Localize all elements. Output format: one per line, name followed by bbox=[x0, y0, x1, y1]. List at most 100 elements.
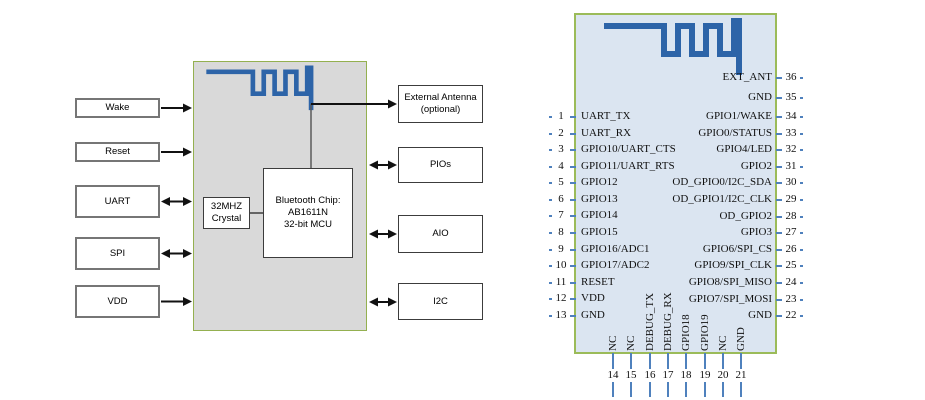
input-box-reset: Reset bbox=[75, 142, 160, 162]
pin-31-number: 31 bbox=[782, 160, 800, 173]
pin-label-uart-rx: UART_RX bbox=[581, 127, 632, 139]
pin-label-debug-tx-16: DEBUG_TX bbox=[644, 292, 656, 351]
pin-label-gpio6-spi-cs-26: GPIO6/SPI_CS bbox=[702, 243, 772, 255]
chip-label-line2: AB1611N bbox=[288, 207, 328, 219]
pin-label-od-gpio2-28: OD_GPIO2 bbox=[719, 210, 772, 222]
pin-13-number: 13 bbox=[552, 309, 570, 322]
arrow-i2c-head-left bbox=[369, 297, 378, 307]
input-box-vdd: VDD bbox=[75, 285, 160, 318]
pin-1-number: 1 bbox=[552, 110, 570, 123]
pin-30-number: 30 bbox=[782, 176, 800, 189]
peripheral-label-i2c: I2C bbox=[433, 295, 448, 307]
pin-4-number: 4 bbox=[552, 160, 570, 173]
pin-17-number: 17 bbox=[658, 369, 678, 382]
pin-21-number: 21 bbox=[731, 369, 751, 382]
pin-label-gpio11-uart-rts: GPIO11/UART_RTS bbox=[581, 160, 675, 172]
arrow-vdd-head-right bbox=[183, 297, 192, 306]
pin-label-nc-20: NC bbox=[717, 335, 729, 351]
arrow-wake-head-right bbox=[183, 103, 192, 113]
pin-label-gpio19-19: GPIO19 bbox=[699, 314, 711, 351]
pin-3-number: 3 bbox=[552, 143, 570, 156]
pin-26-number: 26 bbox=[782, 243, 800, 256]
pin-label-nc-14: NC bbox=[607, 335, 619, 351]
pin-15-number: 15 bbox=[621, 369, 641, 382]
peripheral-label-pios: PIOs bbox=[429, 159, 452, 171]
pin-label-gpio0-status-33: GPIO0/STATUS bbox=[698, 127, 772, 139]
crystal-label-line2: Crystal bbox=[211, 213, 242, 224]
pin-label-uart-tx: UART_TX bbox=[581, 110, 631, 122]
input-label-spi: SPI bbox=[109, 247, 126, 259]
pin-label-gpio9-spi-clk-25: GPIO9/SPI_CLK bbox=[694, 259, 772, 271]
chip-label-line1: Bluetooth Chip: bbox=[275, 195, 341, 207]
pin-6-number: 6 bbox=[552, 193, 570, 206]
pin-25-number: 25 bbox=[782, 259, 800, 272]
pin-label-reset: RESET bbox=[581, 276, 615, 288]
pin-10-number: 10 bbox=[552, 259, 570, 272]
arrow-aio-head-right bbox=[388, 229, 397, 239]
pin-label-gnd-21: GND bbox=[735, 327, 747, 351]
arrow-pios-head-left bbox=[369, 160, 378, 170]
pin-label-gpio8-spi-miso-24: GPIO8/SPI_MISO bbox=[688, 276, 772, 288]
pin-label-debug-rx-17: DEBUG_RX bbox=[662, 292, 674, 351]
input-box-wake: Wake bbox=[75, 98, 160, 118]
pin-label-gpio14: GPIO14 bbox=[581, 209, 618, 221]
input-label-reset: Reset bbox=[105, 146, 130, 158]
arrow-spi-head-right bbox=[183, 249, 192, 258]
pin-label-ext-ant-36: EXT_ANT bbox=[722, 71, 773, 83]
arrow-uart-head-left bbox=[161, 197, 170, 206]
pin-label-gpio13: GPIO13 bbox=[581, 193, 618, 205]
peripheral-label-aio: AIO bbox=[432, 228, 449, 240]
pin-label-gpio4-led-32: GPIO4/LED bbox=[716, 143, 772, 155]
pin-label-gpio18-18: GPIO18 bbox=[680, 314, 692, 351]
arrow-external-antenna-optional-head-right bbox=[388, 99, 397, 109]
pin-8-number: 8 bbox=[552, 226, 570, 239]
pin-35-number: 35 bbox=[782, 91, 800, 104]
pin-label-gpio17-adc2: GPIO17/ADC2 bbox=[581, 259, 650, 271]
pin-18-number: 18 bbox=[676, 369, 696, 382]
peripheral-box-external-antenna-optional: External Antenna (optional) bbox=[398, 85, 483, 123]
pin-22-number: 22 bbox=[782, 309, 800, 322]
arrow-uart-head-right bbox=[183, 197, 192, 206]
pin-label-gpio16-adc1: GPIO16/ADC1 bbox=[581, 243, 650, 255]
arrow-pios-head-right bbox=[388, 160, 397, 170]
pin-label-gpio7-spi-mosi-23: GPIO7/SPI_MOSI bbox=[688, 293, 772, 305]
pin-33-number: 33 bbox=[782, 127, 800, 140]
input-box-spi: SPI bbox=[75, 237, 160, 270]
pin-12-number: 12 bbox=[552, 292, 570, 305]
crystal-label-line1: 32MHZ bbox=[210, 201, 243, 213]
pin-label-od-gpio0-i2c-sda-30: OD_GPIO0/I2C_SDA bbox=[672, 176, 772, 188]
pin-label-gnd: GND bbox=[581, 309, 605, 321]
pin-34-number: 34 bbox=[782, 110, 800, 123]
pin-label-nc-15: NC bbox=[625, 335, 637, 351]
pin-7-number: 7 bbox=[552, 209, 570, 222]
pin-9-number: 9 bbox=[552, 243, 570, 256]
input-label-vdd: VDD bbox=[107, 295, 128, 307]
pin-20-number: 20 bbox=[713, 369, 733, 382]
pin-27-number: 27 bbox=[782, 226, 800, 239]
pin-36-number: 36 bbox=[782, 71, 800, 84]
bluetooth-chip-box: Bluetooth Chip: AB1611N 32-bit MCU bbox=[263, 168, 353, 258]
peripheral-label-external-antenna-optional: External Antenna (optional) bbox=[404, 92, 477, 115]
pin-label-vdd: VDD bbox=[581, 292, 605, 304]
pin-label-gnd-35: GND bbox=[748, 91, 772, 103]
pin-16-number: 16 bbox=[640, 369, 660, 382]
pin-5-number: 5 bbox=[552, 176, 570, 189]
input-box-uart: UART bbox=[75, 185, 160, 218]
peripheral-box-i2c: I2C bbox=[398, 283, 483, 320]
arrow-aio-head-left bbox=[369, 229, 378, 239]
input-label-uart: UART bbox=[104, 195, 131, 207]
pin-11-number: 11 bbox=[552, 276, 570, 289]
pin-label-gpio15: GPIO15 bbox=[581, 226, 618, 238]
input-label-wake: Wake bbox=[105, 102, 130, 114]
pin-label-gpio3-27: GPIO3 bbox=[740, 226, 772, 238]
crystal-box: 32MHZ Crystal bbox=[203, 197, 250, 229]
peripheral-box-pios: PIOs bbox=[398, 147, 483, 183]
pin-label-gpio1-wake-34: GPIO1/WAKE bbox=[706, 110, 772, 122]
peripheral-box-aio: AIO bbox=[398, 215, 483, 253]
chip-label-line3: 32-bit MCU bbox=[283, 218, 333, 230]
arrow-i2c-head-right bbox=[388, 297, 397, 307]
pin-28-number: 28 bbox=[782, 210, 800, 223]
pin-29-number: 29 bbox=[782, 193, 800, 206]
pin-32-number: 32 bbox=[782, 143, 800, 156]
